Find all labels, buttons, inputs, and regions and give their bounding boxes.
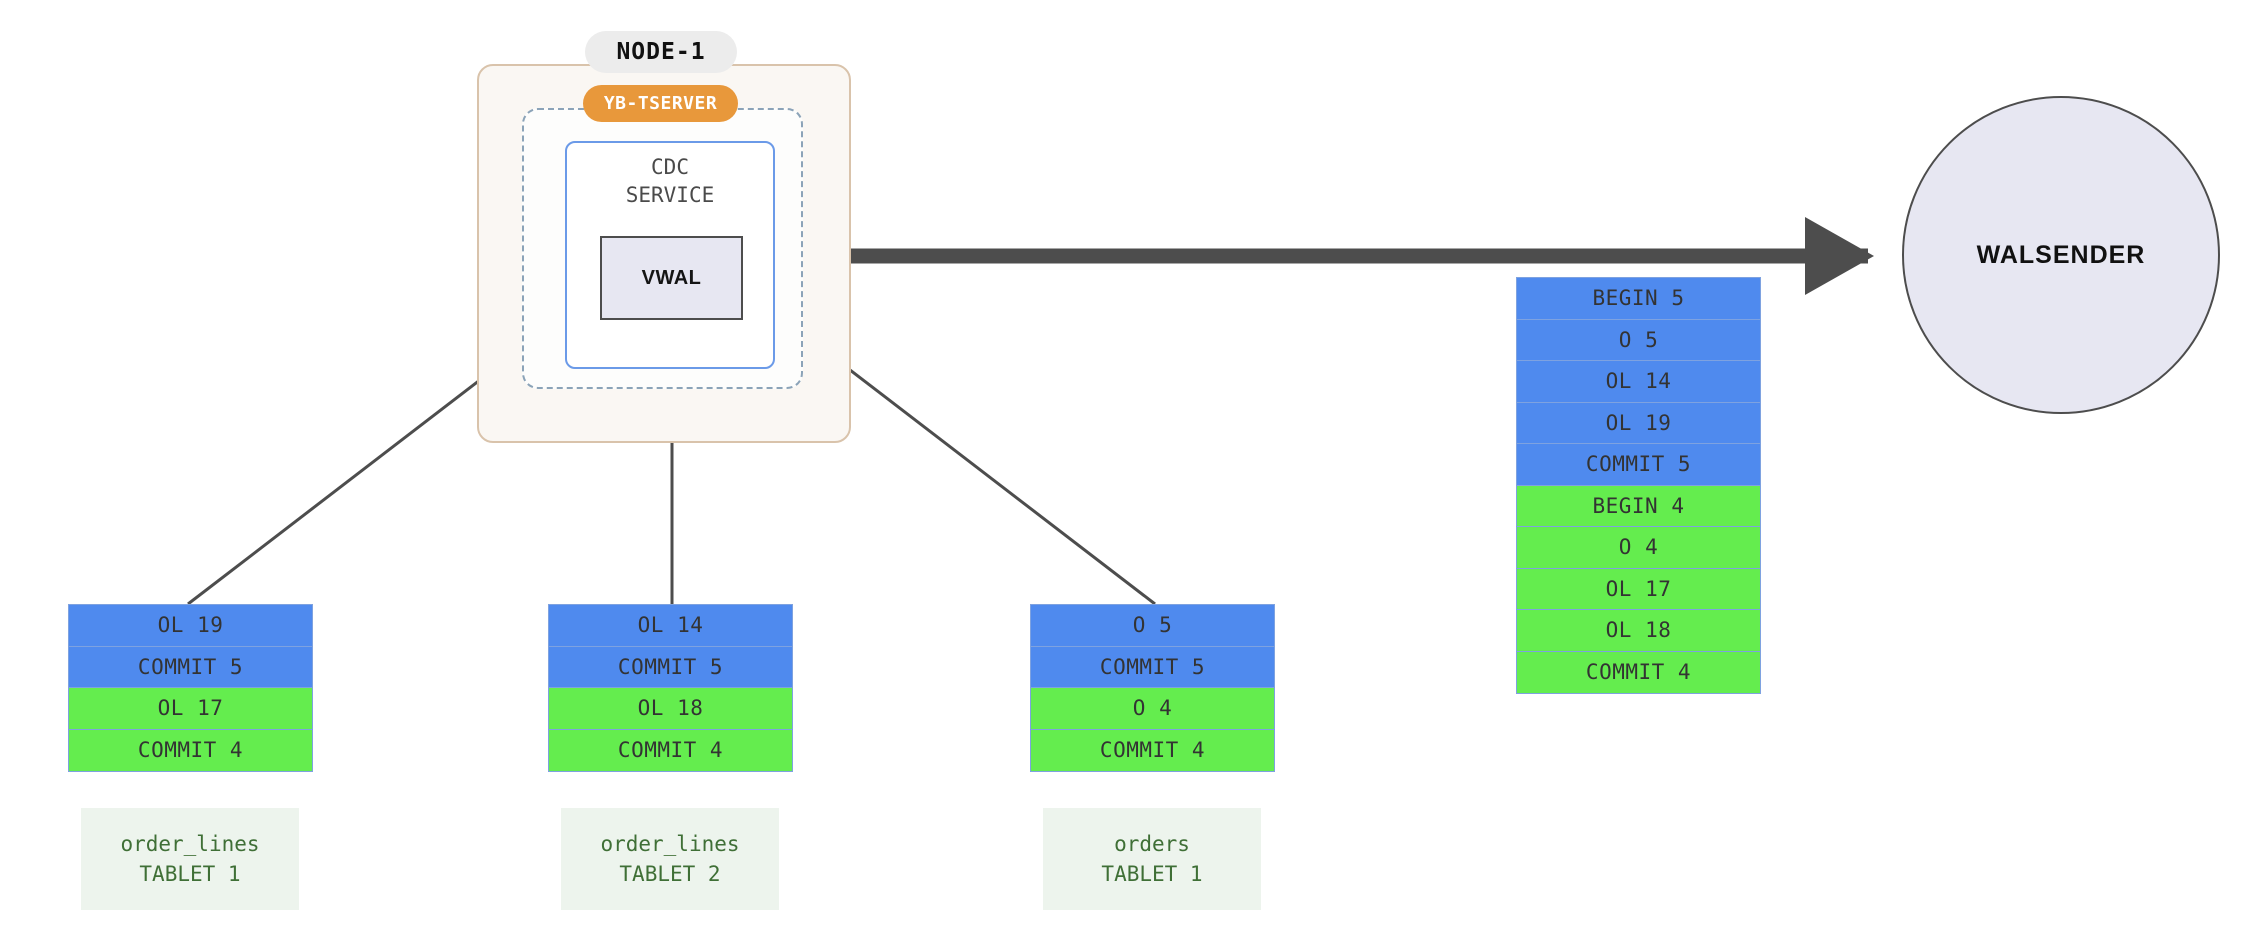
record-row: O 4 — [1031, 688, 1274, 730]
stream-record-row: BEGIN 5 — [1517, 278, 1760, 320]
stream-record-row: COMMIT 4 — [1517, 651, 1760, 693]
record-row: COMMIT 5 — [1031, 646, 1274, 688]
record-row: COMMIT 5 — [549, 646, 792, 688]
stream-record-row: OL 19 — [1517, 402, 1760, 444]
record-row: OL 19 — [69, 605, 312, 647]
stream-record-row: O 5 — [1517, 319, 1760, 361]
tablet-caption: order_lines TABLET 2 — [561, 808, 779, 910]
stream-record-row: OL 18 — [1517, 610, 1760, 652]
stream-record-row: BEGIN 4 — [1517, 485, 1760, 527]
stream-record-row: OL 14 — [1517, 361, 1760, 403]
record-row: OL 17 — [69, 688, 312, 730]
vwal-box: VWAL — [600, 236, 743, 320]
cdc-service-label: CDC SERVICE — [625, 155, 715, 207]
record-row: COMMIT 5 — [69, 646, 312, 688]
tablet-caption: orders TABLET 1 — [1043, 808, 1261, 910]
record-row: COMMIT 4 — [69, 729, 312, 771]
stream-record-row: COMMIT 5 — [1517, 444, 1760, 486]
tablet-caption: order_lines TABLET 1 — [81, 808, 299, 910]
node-1-title-pill: NODE-1 — [585, 31, 737, 73]
yb-tserver-badge: YB-TSERVER — [583, 85, 738, 122]
stream-record-row: O 4 — [1517, 527, 1760, 569]
record-row: OL 18 — [549, 688, 792, 730]
record-row: O 5 — [1031, 605, 1274, 647]
stream-record-row: OL 17 — [1517, 568, 1760, 610]
walsender-node: WALSENDER — [1902, 96, 2220, 414]
record-row: COMMIT 4 — [549, 729, 792, 771]
record-row: OL 14 — [549, 605, 792, 647]
record-row: COMMIT 4 — [1031, 729, 1274, 771]
